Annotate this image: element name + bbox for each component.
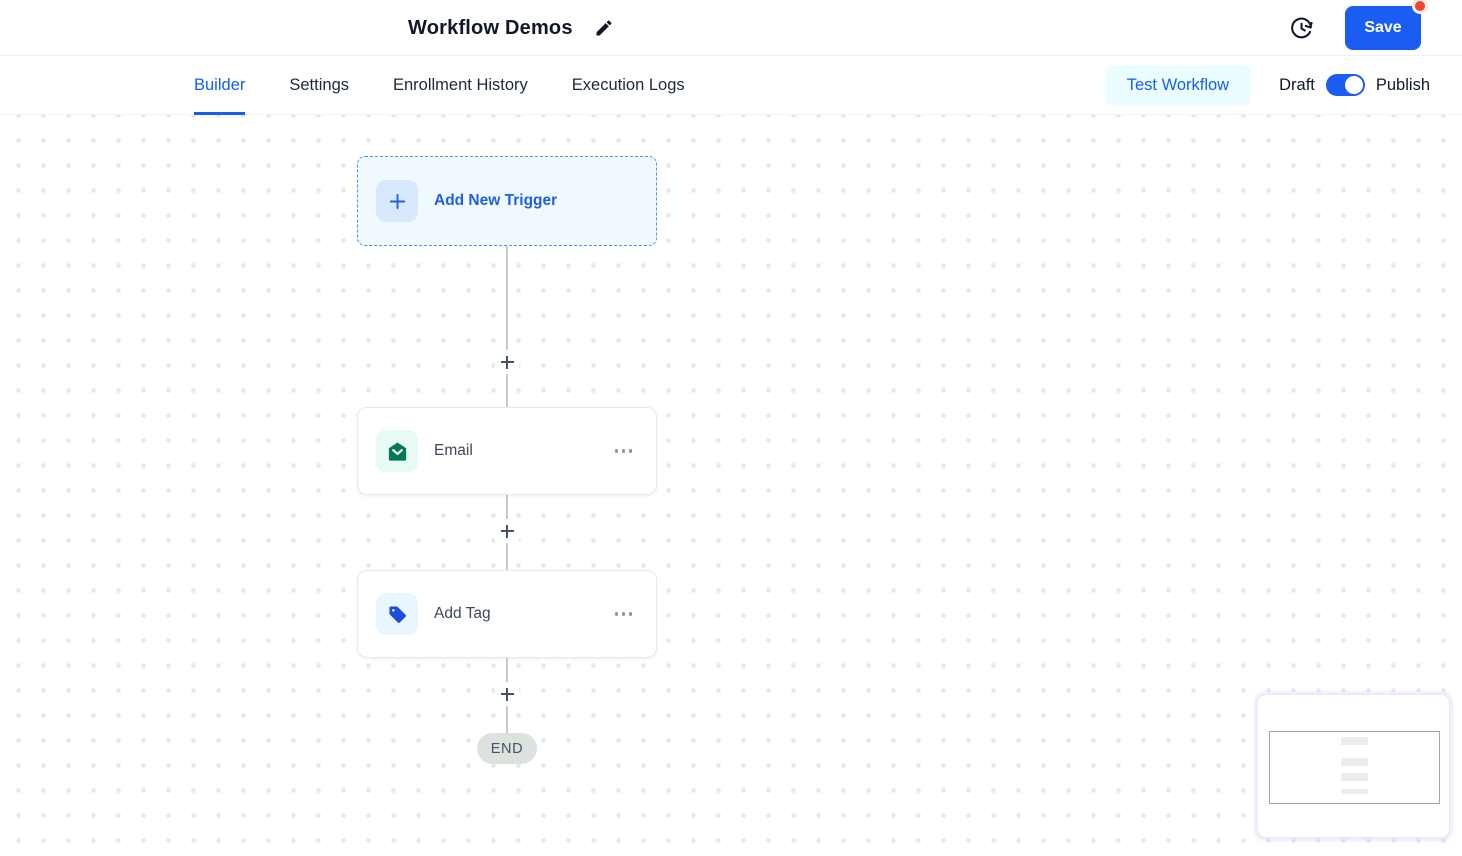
save-button-label: Save [1364, 19, 1402, 36]
history-clock-icon[interactable] [1289, 16, 1314, 41]
tabs: Builder Settings Enrollment History Exec… [0, 56, 685, 115]
workflow-canvas[interactable]: Add New Trigger Email [0, 115, 1462, 856]
tag-icon [376, 593, 418, 635]
end-badge: END [477, 733, 537, 764]
node-email[interactable]: Email [357, 407, 657, 495]
plus-icon [500, 687, 514, 701]
tab-execution-logs[interactable]: Execution Logs [572, 56, 685, 114]
plus-icon [500, 355, 514, 369]
save-button[interactable]: Save [1345, 0, 1428, 50]
tab-builder[interactable]: Builder [194, 56, 246, 115]
connector-line [506, 246, 508, 407]
publish-toggle[interactable] [1325, 74, 1365, 96]
plus-icon [500, 524, 514, 538]
publish-group: Draft Publish [1279, 74, 1430, 96]
minimap-node-bar [1341, 773, 1368, 781]
active-tab-underline [194, 112, 246, 115]
header-actions: Save [1289, 0, 1428, 56]
publish-toggle-knob [1344, 76, 1363, 94]
tab-settings[interactable]: Settings [289, 56, 349, 114]
add-new-trigger-button[interactable]: Add New Trigger [357, 156, 657, 246]
page-title: Workflow Demos [408, 16, 573, 39]
ellipsis-icon[interactable] [614, 612, 632, 616]
add-step-button[interactable] [495, 350, 519, 374]
tab-settings-label: Settings [289, 75, 349, 94]
node-add-tag-label: Add Tag [434, 605, 491, 622]
tab-bar-right: Test Workflow Draft Publish [1104, 56, 1462, 114]
tab-enrollment-history[interactable]: Enrollment History [393, 56, 528, 114]
node-email-label: Email [434, 442, 473, 459]
draft-label: Draft [1279, 75, 1315, 94]
header: Workflow Demos Save [0, 0, 1462, 56]
minimap-node-bar [1341, 789, 1368, 794]
minimap-node-bar [1341, 758, 1368, 766]
add-new-trigger-label: Add New Trigger [434, 192, 558, 209]
add-step-button[interactable] [495, 682, 519, 706]
notification-dot [1412, 0, 1428, 14]
edit-pencil-icon[interactable] [594, 18, 614, 38]
tab-execution-logs-label: Execution Logs [571, 75, 685, 94]
publish-label: Publish [1375, 75, 1430, 94]
tab-builder-label: Builder [194, 75, 246, 94]
title-group: Workflow Demos [408, 0, 614, 56]
minimap[interactable] [1257, 694, 1450, 838]
tab-bar: Builder Settings Enrollment History Exec… [0, 56, 1462, 115]
plus-icon [389, 193, 405, 209]
test-workflow-button[interactable]: Test Workflow [1104, 64, 1252, 106]
add-step-button[interactable] [495, 519, 519, 543]
plus-tile [376, 180, 418, 222]
node-add-tag[interactable]: Add Tag [357, 570, 657, 658]
ellipsis-icon[interactable] [614, 449, 632, 453]
minimap-node-bar [1341, 737, 1368, 745]
tab-enrollment-history-label: Enrollment History [393, 75, 528, 94]
email-open-icon [376, 430, 418, 472]
